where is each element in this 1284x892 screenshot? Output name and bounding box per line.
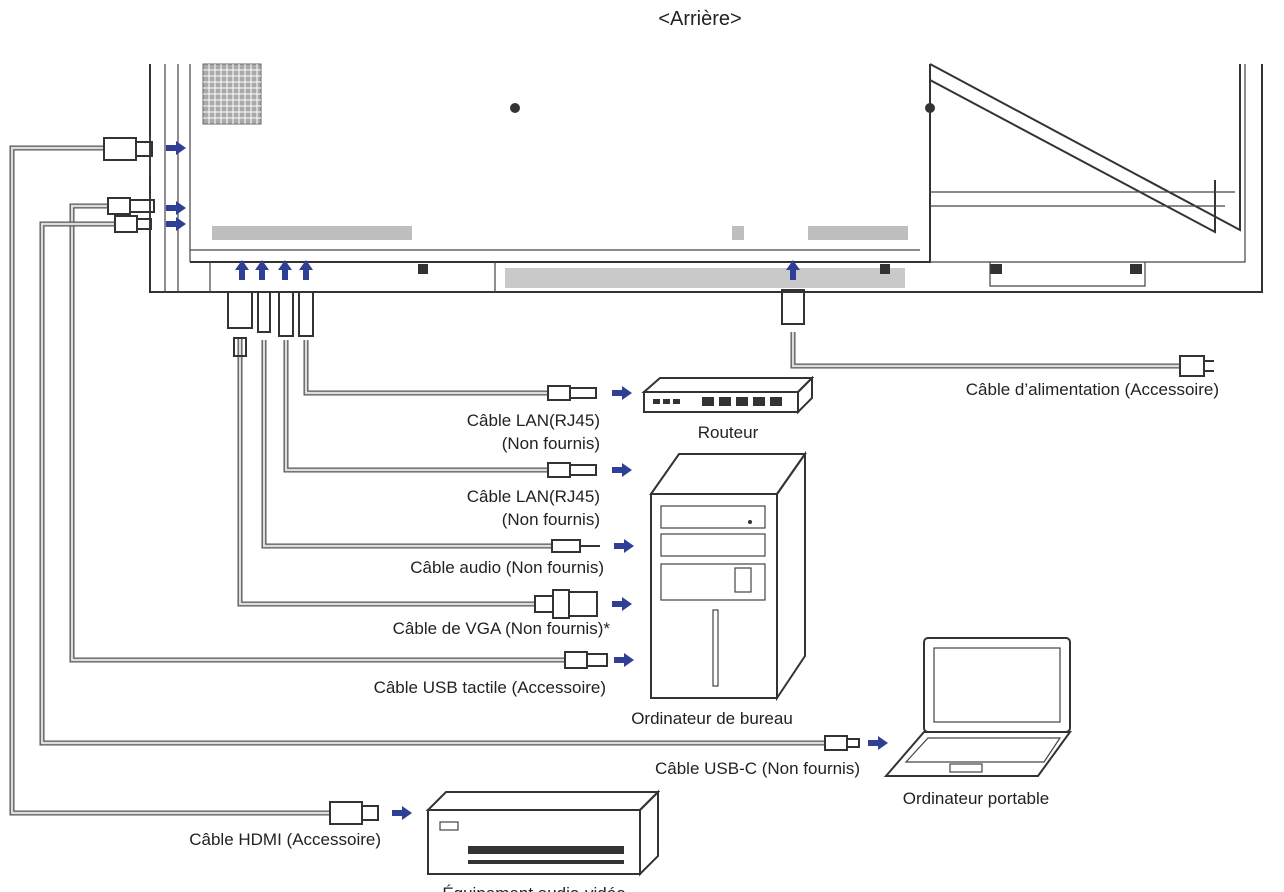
hdmi-plug-icon xyxy=(103,137,153,161)
label-lan1-line1: Câble LAN(RJ45) xyxy=(467,411,600,430)
label-usb-touch: Câble USB tactile (Accessoire) xyxy=(374,678,606,697)
blue-arrow-icon xyxy=(166,217,186,231)
vga-cable xyxy=(227,291,632,619)
label-usbc: Câble USB-C (Non fournis) xyxy=(655,759,860,778)
usb-plug-icon xyxy=(107,197,155,215)
power-cable xyxy=(781,289,1214,377)
audio-jack-icon xyxy=(551,539,600,553)
label-hdmi: Câble HDMI (Accessoire) xyxy=(189,830,381,849)
audio-cable xyxy=(257,291,634,553)
rj45-plug-icon xyxy=(547,462,597,478)
blue-arrow-icon xyxy=(166,141,186,155)
blue-arrow-icon xyxy=(612,463,632,477)
av-player xyxy=(425,789,661,877)
blue-arrow-icon xyxy=(166,201,186,215)
blue-arrow-icon xyxy=(614,539,634,553)
label-av-player: Équipement audio-vidéo xyxy=(442,884,625,892)
vga-plug-icon xyxy=(227,291,253,357)
blue-arrow-icon xyxy=(612,597,632,611)
laptop-computer xyxy=(883,637,1072,777)
hdmi-cable xyxy=(9,137,412,825)
usb-plug-icon xyxy=(564,651,608,669)
blue-arrow-icon xyxy=(612,386,632,400)
power-plug-icon xyxy=(1179,355,1214,377)
page-title: <Arrière> xyxy=(658,8,741,30)
blue-arrow-icon xyxy=(614,653,634,667)
label-lan2-line2: (Non fournis) xyxy=(502,510,600,529)
usbc-cable xyxy=(39,215,888,751)
label-audio: Câble audio (Non fournis) xyxy=(410,558,604,577)
rj45-plug-icon xyxy=(278,291,294,337)
lan-cable-router xyxy=(298,291,632,401)
blue-arrow-icon xyxy=(392,806,412,820)
router-device xyxy=(641,375,815,415)
label-router: Routeur xyxy=(698,423,759,442)
label-power-cable: Câble d’alimentation (Accessoire) xyxy=(966,380,1219,399)
rj45-plug-icon xyxy=(547,385,597,401)
usb-touch-cable xyxy=(69,197,634,669)
display-back-panel xyxy=(149,63,1263,293)
hdmi-plug-icon xyxy=(329,801,379,825)
blue-arrow-icon xyxy=(868,736,888,750)
power-plug-icon xyxy=(781,289,805,325)
label-lan2-line1: Câble LAN(RJ45) xyxy=(467,487,600,506)
usbc-plug-icon xyxy=(114,215,152,233)
lan-cable-desktop xyxy=(278,291,632,478)
label-vga: Câble de VGA (Non fournis)* xyxy=(393,619,611,638)
label-laptop: Ordinateur portable xyxy=(903,789,1049,808)
audio-jack-icon xyxy=(257,291,271,333)
label-lan1-line2: (Non fournis) xyxy=(502,434,600,453)
desktop-computer xyxy=(649,450,807,702)
usbc-plug-icon xyxy=(824,735,860,751)
rj45-plug-icon xyxy=(298,291,314,337)
label-desktop: Ordinateur de bureau xyxy=(631,709,793,728)
vga-plug-icon xyxy=(534,589,598,619)
